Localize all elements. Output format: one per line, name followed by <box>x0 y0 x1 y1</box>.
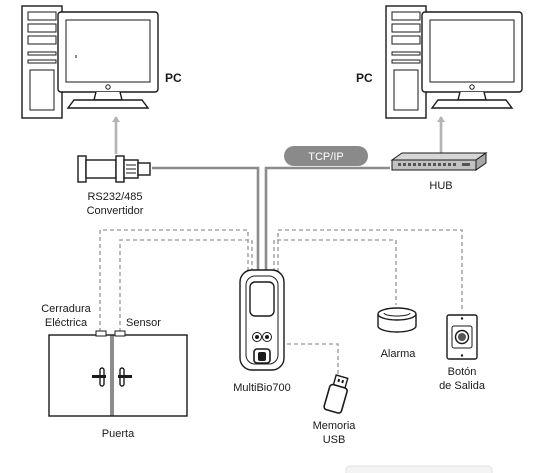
door-label: Puerta <box>102 428 135 440</box>
pc-right-label: PC <box>356 71 373 85</box>
dashed-wiring <box>99 229 463 378</box>
pc-left: PC <box>21 5 182 119</box>
hub-label: HUB <box>429 180 452 192</box>
serial-converter-icon <box>77 155 151 183</box>
pc-right: PC <box>356 5 523 119</box>
biometric-terminal-icon <box>239 269 285 371</box>
desktop-computer-icon <box>385 5 523 119</box>
door: Puerta <box>48 330 188 440</box>
hub: HUB <box>390 152 488 192</box>
siren-icon <box>377 307 417 333</box>
bottom-panel <box>345 465 493 473</box>
tcpip-label: TCP/IP <box>308 151 343 163</box>
lock-label-line2: Eléctrica <box>45 317 88 329</box>
network-switch-icon <box>390 152 488 171</box>
usb-drive-icon <box>323 374 349 414</box>
cable-hub-device <box>264 166 390 270</box>
exit-label-line1: Botón <box>448 366 477 378</box>
device-label: MultiBio700 <box>233 382 290 394</box>
device: MultiBio700 <box>233 269 291 394</box>
sensor-label: Sensor <box>126 317 161 329</box>
desktop-computer-icon <box>21 5 159 119</box>
converter: RS232/485 Convertidor <box>77 155 151 217</box>
usb-memory: Memoria USB <box>313 374 357 446</box>
converter-label-line2: Convertidor <box>87 205 144 217</box>
cable-pc-hub <box>437 116 445 153</box>
alarm: Alarma <box>377 307 417 360</box>
tcpip-badge: TCP/IP <box>284 146 368 166</box>
exit-label-line2: de Salida <box>439 380 486 392</box>
converter-label-line1: RS232/485 <box>87 191 142 203</box>
usb-label-line2: USB <box>323 434 346 446</box>
usb-label-line1: Memoria <box>313 420 357 432</box>
pc-left-label: PC <box>165 71 182 85</box>
alarm-label: Alarma <box>381 348 417 360</box>
exit-button-device: Botón de Salida <box>439 314 486 392</box>
lock-label-line1: Cerradura <box>41 303 91 315</box>
push-button-icon <box>446 314 478 360</box>
double-door-icon <box>48 330 188 417</box>
lock-label: Cerradura Eléctrica <box>41 303 91 329</box>
cable-converter-device <box>152 166 260 270</box>
cable-pc-converter <box>112 116 120 154</box>
